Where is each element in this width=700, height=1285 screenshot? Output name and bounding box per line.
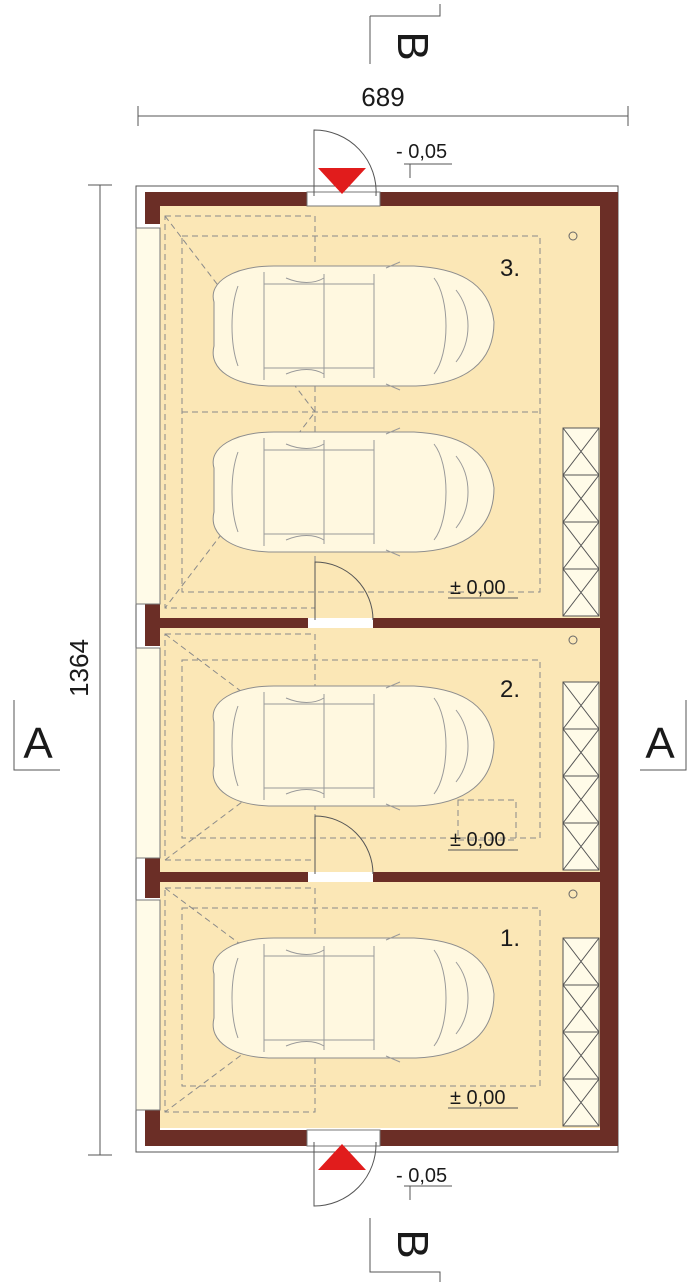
bay-1-level: ± 0,00 — [450, 1087, 505, 1109]
light-fixture-icon — [568, 231, 578, 241]
windows-left — [135, 227, 161, 1111]
interior-doors — [314, 561, 374, 875]
car-icon — [212, 933, 495, 1063]
storage-shelf-icon — [562, 681, 600, 871]
section-label-a-left: A — [23, 719, 53, 768]
door-arrow-icon — [318, 1144, 366, 1170]
section-marker-a-right: A — [640, 700, 687, 771]
level-mark-entrance-top: - 0,05 — [396, 141, 452, 178]
light-fixture-icon — [568, 889, 578, 899]
section-label-b-bottom: B — [388, 1229, 437, 1258]
level-entrance-top: - 0,05 — [396, 141, 447, 163]
section-label-b-top: B — [388, 31, 437, 60]
section-marker-b-top: B — [369, 4, 441, 64]
storage-shelf-icon — [562, 427, 600, 617]
bay-2-number: 2. — [500, 676, 520, 703]
light-fixtures — [568, 231, 578, 899]
level-entrance-bottom: - 0,05 — [396, 1165, 447, 1187]
entrance-door-bottom — [306, 1129, 381, 1207]
bay-3-number: 3. — [500, 255, 520, 282]
light-fixture-icon — [568, 635, 578, 645]
car-icon — [212, 427, 495, 557]
storage-shelves — [562, 427, 600, 1127]
level-mark-bay-1: ± 0,00 — [448, 1087, 518, 1109]
width-dimension: 689 — [137, 82, 629, 126]
level-mark-bay-3: ± 0,00 — [448, 577, 518, 599]
bay-1-number: 1. — [500, 925, 520, 952]
door-arrow-icon — [318, 168, 366, 194]
section-marker-b-bottom: B — [369, 1218, 441, 1282]
section-marker-a-left: A — [13, 700, 60, 771]
width-dimension-label: 689 — [361, 82, 404, 112]
level-mark-bay-2: ± 0,00 — [448, 829, 518, 851]
length-dimension-label: 1364 — [64, 639, 94, 697]
level-mark-entrance-bottom: - 0,05 — [396, 1165, 452, 1200]
section-label-a-right: A — [645, 719, 675, 768]
bay-2-level: ± 0,00 — [450, 829, 505, 851]
car-icon — [212, 261, 495, 391]
storage-shelf-icon — [562, 937, 600, 1127]
entrance-door-top — [306, 129, 381, 207]
bay-3-level: ± 0,00 — [450, 577, 505, 599]
car-icon — [212, 681, 495, 811]
length-dimension: 1364 — [64, 184, 112, 1156]
walls — [145, 192, 618, 1146]
